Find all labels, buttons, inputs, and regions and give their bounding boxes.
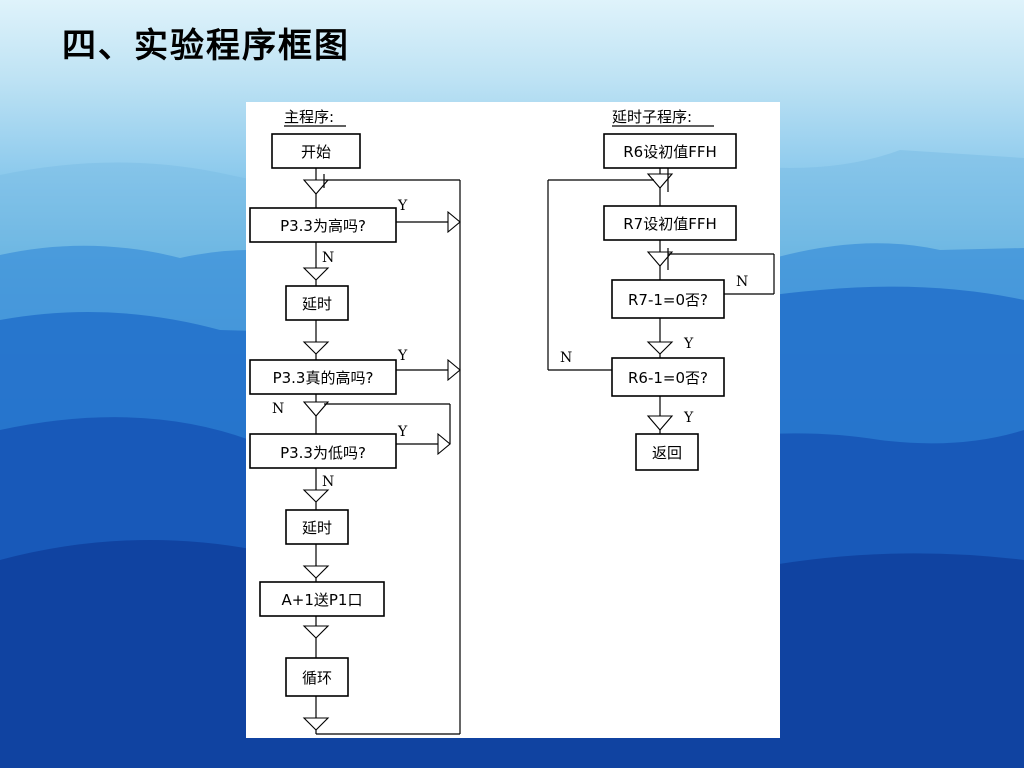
flow-arrow xyxy=(302,401,330,417)
flowchart: 主程序: 延时子程序: 开始 P3.3为高吗? Y N 延时 P3.3真的高吗?… xyxy=(249,108,775,735)
delay1-text: 延时 xyxy=(302,295,332,313)
loop-text: 循环 xyxy=(302,669,332,687)
flow-arrow xyxy=(302,625,330,639)
init-r7-text: R7设初值FFH xyxy=(623,215,717,233)
flow-arrow xyxy=(646,173,674,189)
yes-branch-arrow xyxy=(447,358,461,382)
delay-subroutine-heading: 延时子程序: xyxy=(612,108,692,126)
yes-label: Y xyxy=(397,348,408,364)
check-high-text: P3.3为高吗? xyxy=(280,217,366,235)
yes-label: Y xyxy=(397,424,408,440)
check-high-really-box xyxy=(249,359,397,395)
flowchart-panel: 主程序: 延时子程序: 开始 P3.3为高吗? Y N 延时 P3.3真的高吗?… xyxy=(246,102,780,738)
yes-label: Y xyxy=(683,410,694,426)
main-program-heading: 主程序: xyxy=(284,108,334,126)
dec-r6-text: R6-1=0否? xyxy=(628,369,708,387)
flow-arrow xyxy=(302,717,330,731)
start-text: 开始 xyxy=(301,143,331,161)
flow-arrow xyxy=(302,341,330,355)
yes-branch-arrow xyxy=(437,432,451,456)
return-text: 返回 xyxy=(652,444,682,462)
no-label: N xyxy=(736,274,748,290)
flow-arrow xyxy=(646,341,674,355)
start-box xyxy=(271,133,361,169)
no-label: N xyxy=(322,250,334,266)
send-box xyxy=(259,581,385,617)
yes-label: Y xyxy=(397,198,408,214)
check-high-really-text: P3.3真的高吗? xyxy=(273,369,374,387)
flow-arrow xyxy=(646,415,674,431)
loop-box xyxy=(285,657,349,697)
dec-r7-box xyxy=(611,279,725,319)
no-label: N xyxy=(272,401,284,417)
flow-arrow xyxy=(646,251,674,267)
return-box xyxy=(635,433,699,471)
no-label: N xyxy=(560,350,572,366)
yes-label: Y xyxy=(683,336,694,352)
check-low-box xyxy=(249,433,397,469)
send-text: A+1送P1口 xyxy=(282,591,363,609)
check-low-text: P3.3为低吗? xyxy=(280,444,366,462)
dec-r7-text: R7-1=0否? xyxy=(628,291,708,309)
yes-branch-arrow xyxy=(447,210,461,234)
init-r6-text: R6设初值FFH xyxy=(623,143,717,161)
init-r6-box xyxy=(603,133,737,169)
delay2-text: 延时 xyxy=(302,519,332,537)
flow-arrow xyxy=(302,565,330,579)
flow-arrow xyxy=(302,489,330,503)
check-high-box xyxy=(249,207,397,243)
dec-r6-box xyxy=(611,357,725,397)
delay2-box xyxy=(285,509,349,545)
init-r7-box xyxy=(603,205,737,241)
slide-title: 四、实验程序框图 xyxy=(62,26,350,66)
flow-arrow xyxy=(302,179,330,195)
flow-arrow xyxy=(302,267,330,281)
delay1-box xyxy=(285,285,349,321)
no-label: N xyxy=(322,474,334,490)
